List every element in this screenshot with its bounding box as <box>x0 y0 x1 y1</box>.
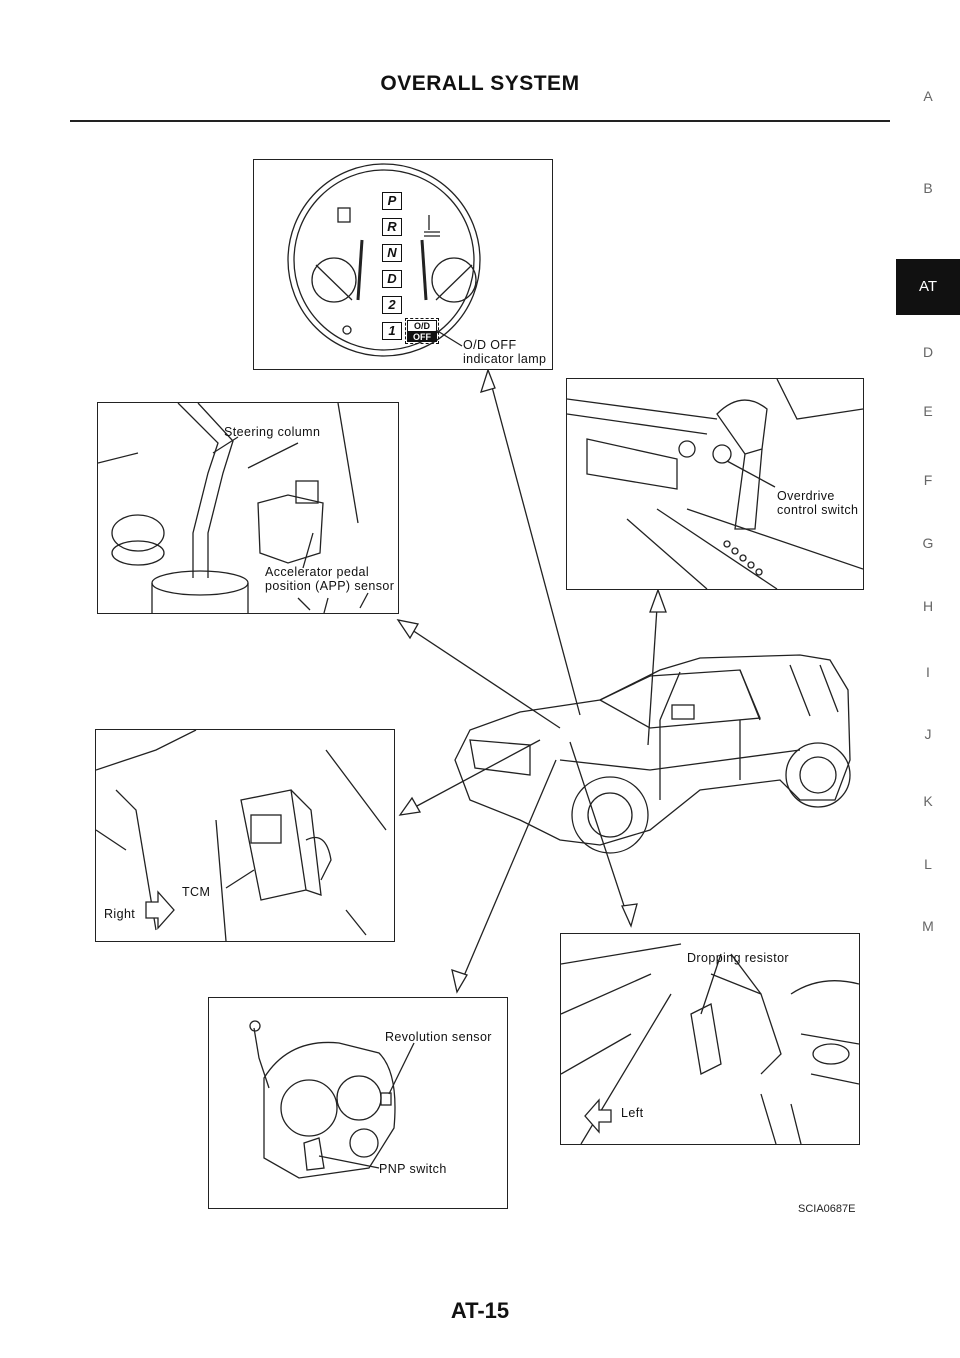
gauge-illustration <box>287 163 481 357</box>
revolution-sensor-label: Revolution sensor <box>385 1030 492 1044</box>
od-off-indicator: O/D OFF <box>405 318 439 344</box>
overdrive-label-line1: Overdrive <box>777 489 835 503</box>
steering-column-label: Steering column <box>224 425 321 439</box>
gear-2: 2 <box>382 296 402 314</box>
pnp-switch-label: PNP switch <box>379 1162 447 1176</box>
gear-n: N <box>382 244 402 262</box>
resistor-direction-label: Left <box>621 1106 644 1120</box>
tcm-label: TCM <box>182 885 211 899</box>
page-title: OVERALL SYSTEM <box>380 72 580 95</box>
overdrive-label-line2: control switch <box>777 503 859 517</box>
index-item-e[interactable]: E <box>923 403 933 419</box>
gear-d: D <box>382 270 402 288</box>
index-item-g[interactable]: G <box>922 535 934 551</box>
gear-r: R <box>382 218 402 236</box>
index-item-l[interactable]: L <box>924 856 932 872</box>
overdrive-panel: Overdrive control switch <box>566 378 864 590</box>
od-off-label-line1: O/D OFF <box>463 338 517 352</box>
tcm-illustration <box>96 730 387 941</box>
header-rule <box>70 120 890 122</box>
index-item-m[interactable]: M <box>922 918 934 934</box>
transmission-panel: Revolution sensor PNP switch <box>208 997 508 1209</box>
gauge-panel: P R N D 2 1 O/D OFF O/D OFF indicator la… <box>253 159 553 370</box>
resistor-panel: Dropping resistor Left <box>560 933 860 1145</box>
shift-lever-illustration <box>567 379 863 589</box>
temperature-icon <box>424 215 440 237</box>
fuel-icon <box>337 207 351 223</box>
index-item-i[interactable]: I <box>926 664 930 680</box>
index-item-j[interactable]: J <box>924 726 932 742</box>
figure-id: SCIA0687E <box>798 1203 856 1215</box>
gear-p: P <box>382 192 402 210</box>
index-item-f[interactable]: F <box>923 472 933 488</box>
index-item-k[interactable]: K <box>923 793 933 809</box>
index-item-h[interactable]: H <box>922 598 934 614</box>
transmission-illustration <box>249 1020 415 1179</box>
tcm-panel: TCM Right <box>95 729 395 942</box>
index-item-at[interactable]: AT <box>896 259 960 315</box>
app-sensor-label-line2: position (APP) sensor <box>265 579 395 593</box>
od-off-label-line2: indicator lamp <box>463 352 547 366</box>
dropping-resistor-label: Dropping resistor <box>687 951 789 965</box>
steering-illustration <box>98 403 369 613</box>
index-item-b[interactable]: B <box>923 180 933 196</box>
index-item-d[interactable]: D <box>922 344 934 360</box>
steering-panel: Steering column Accelerator pedal positi… <box>97 402 399 614</box>
app-sensor-label-line1: Accelerator pedal <box>265 565 370 579</box>
gear-1: 1 <box>382 322 402 340</box>
index-item-a[interactable]: A <box>923 88 933 104</box>
resistor-illustration <box>561 943 859 1144</box>
tcm-direction-label: Right <box>104 907 136 921</box>
page-number: AT-15 <box>450 1298 510 1323</box>
